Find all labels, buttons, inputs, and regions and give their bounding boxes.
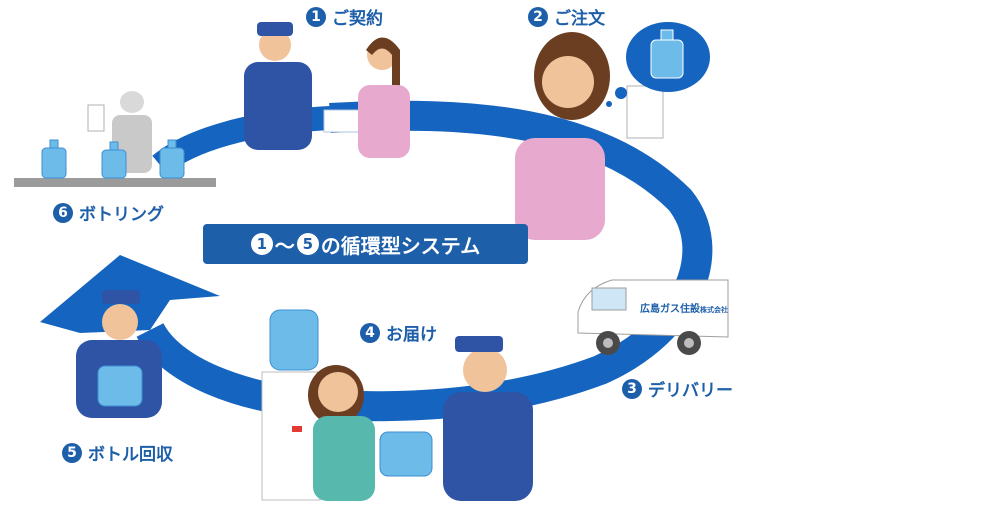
bottle-icon	[379, 431, 433, 477]
step-3-text: デリバリー	[648, 381, 733, 401]
step-5-number: 5	[62, 442, 82, 463]
banner-start-number: 1	[250, 233, 273, 255]
banner-end-number: 5	[296, 233, 319, 255]
step-1-text: ご契約	[332, 9, 383, 29]
bottle-icon	[97, 365, 143, 407]
handover-scene	[261, 309, 533, 501]
bottle-row-icon	[41, 139, 185, 179]
step-3-number: 3	[622, 378, 642, 399]
step-6-number: 6	[53, 202, 73, 223]
step-4-label: 4 お届け	[360, 320, 437, 345]
step-5-label: 5 ボトル回収	[62, 440, 173, 465]
banner-text: の循環型システム	[320, 233, 481, 258]
step-4-number: 4	[360, 322, 380, 343]
step-1-number: 1	[306, 6, 326, 27]
order-scene	[515, 22, 710, 240]
bottle-icon	[650, 29, 684, 79]
collection-scene	[76, 290, 162, 418]
cycle-title-banner: 1 〜 5 の循環型システム	[203, 224, 528, 264]
step-6-label: 6 ボトリング	[53, 200, 164, 225]
bottling-station	[14, 91, 216, 187]
step-2-text: ご注文	[554, 9, 605, 29]
contract-scene	[244, 22, 410, 158]
step-6-text: ボトリング	[79, 205, 164, 225]
step-2-number: 2	[528, 6, 548, 27]
step-1-label: 1 ご契約	[306, 4, 383, 29]
truck-logo: 広島ガス住設株式会社	[640, 300, 728, 315]
delivery-truck	[577, 279, 729, 355]
truck-company-suffix: 株式会社	[700, 306, 728, 314]
step-3-label: 3 デリバリー	[622, 376, 733, 401]
step-5-text: ボトル回収	[88, 445, 173, 465]
banner-tilde: 〜	[274, 233, 295, 258]
truck-company-name: 広島ガス住設	[640, 304, 700, 315]
step-2-label: 2 ご注文	[528, 4, 605, 29]
step-4-text: お届け	[386, 325, 437, 345]
